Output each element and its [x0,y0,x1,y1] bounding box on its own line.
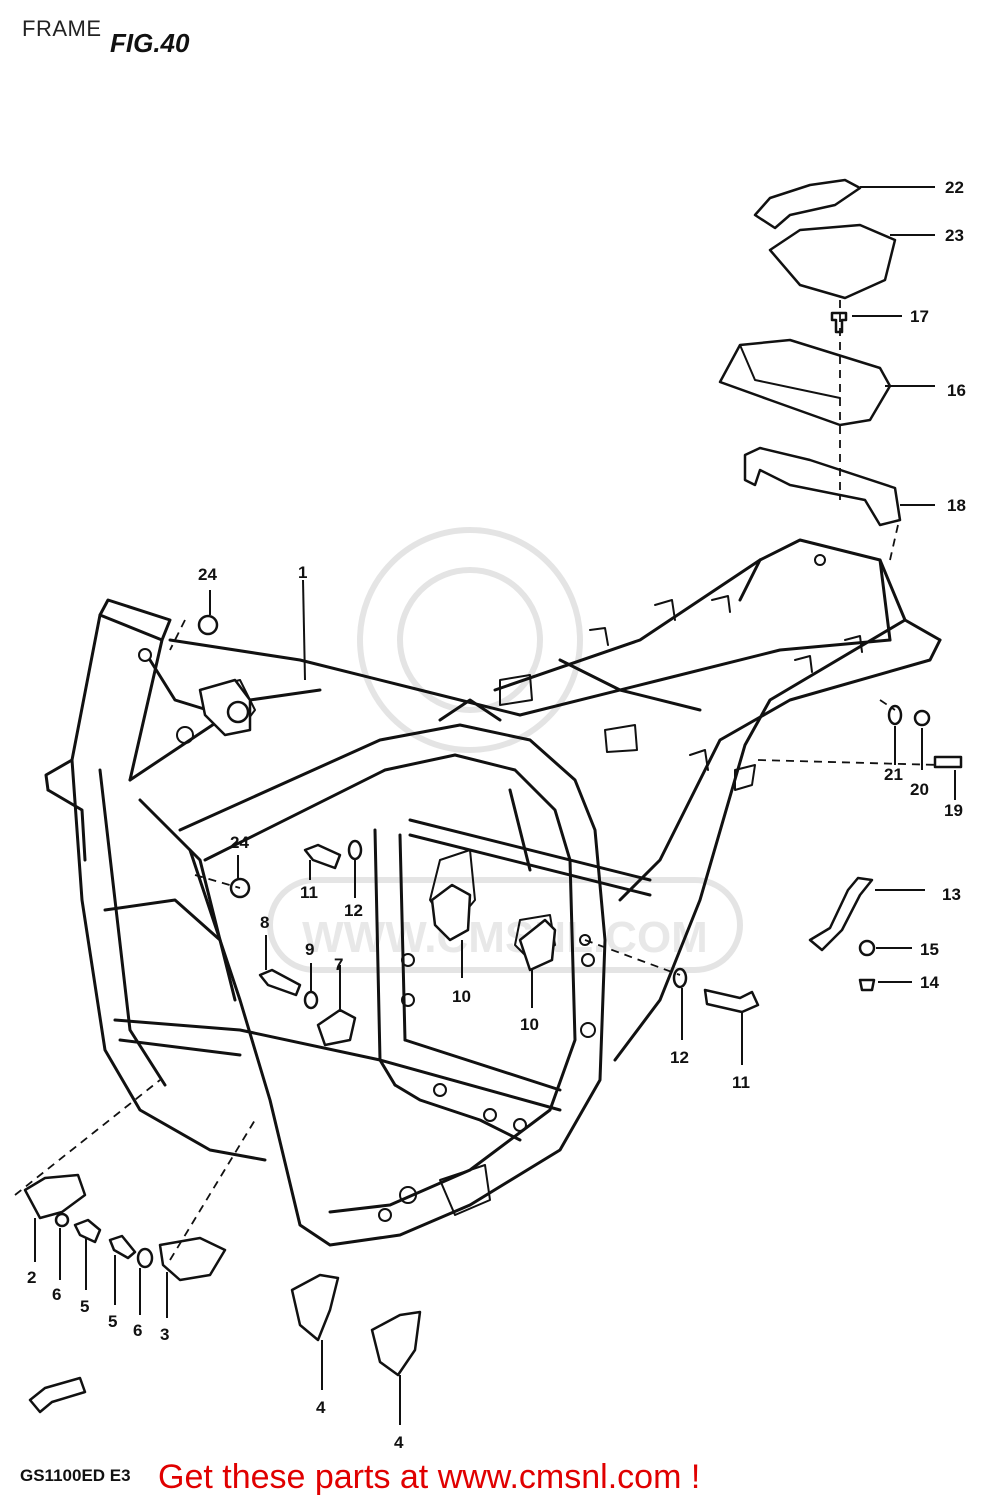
callout-6-left: 6 [52,1285,61,1304]
callout-23: 23 [945,226,964,245]
callout-13: 13 [942,885,961,904]
callout-20: 20 [910,780,929,799]
callout-4-right: 4 [394,1433,404,1452]
callout-11-left: 11 [300,883,318,902]
callout-24-mid: 24 [230,833,249,852]
callout-16: 16 [947,381,966,400]
watermark-logo: WWW.CMSNL.COM [267,527,743,973]
promo-link[interactable]: Get these parts at www.cmsnl.com ! [158,1458,701,1496]
figure-number: FIG.40 [110,28,190,58]
callout-11-right: 11 [732,1073,750,1092]
leader-lines [14,186,956,1425]
callout-19: 19 [944,801,963,820]
callout-1: 1 [298,563,307,582]
section-title: FRAME [22,16,102,41]
callout-22: 22 [945,178,964,197]
callout-17: 17 [910,307,929,326]
callout-8: 8 [260,913,269,932]
callout-9: 9 [305,940,314,959]
small-parts [23,178,963,1414]
callout-6-right: 6 [133,1321,142,1340]
callout-10-left: 10 [452,987,471,1006]
callout-12-left: 12 [344,901,363,920]
main-frame [44,538,942,1247]
callout-14: 14 [920,973,939,992]
callout-24-top: 24 [198,565,217,584]
watermark-text: WWW.CMSNL.COM [302,913,708,962]
callout-4-left: 4 [316,1398,326,1417]
model-code: GS1100ED E3 [20,1466,131,1485]
callout-7: 7 [334,955,343,974]
callout-3: 3 [160,1325,169,1344]
callout-5-right: 5 [108,1312,117,1331]
callout-numbers: 22 23 17 16 18 1 24 21 20 19 24 11 12 13… [27,178,966,1452]
callout-10-right: 10 [520,1015,539,1034]
callout-12-right: 12 [670,1048,689,1067]
callout-15: 15 [920,940,939,959]
callout-21: 21 [884,765,903,784]
callout-18: 18 [947,496,966,515]
callout-2: 2 [27,1268,36,1287]
callout-5-left: 5 [80,1297,89,1316]
